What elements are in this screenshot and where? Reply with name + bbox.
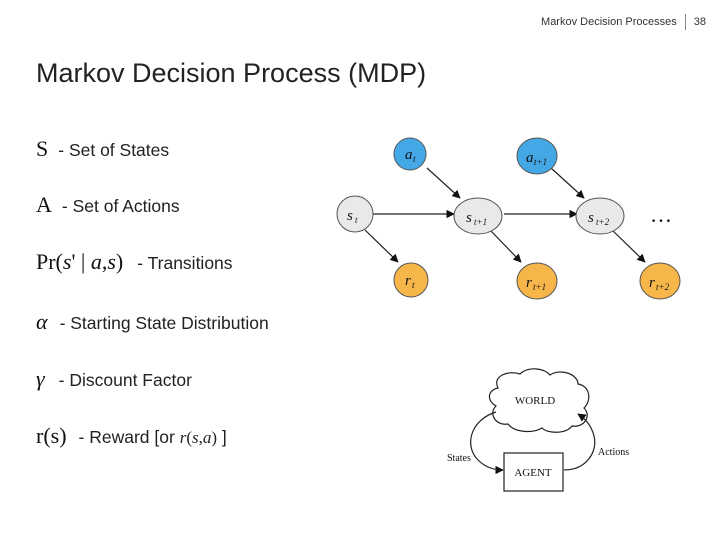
node-r_t1-sub: t+1 xyxy=(533,282,546,292)
node-r_t: r t xyxy=(393,262,429,298)
node-a_t: a t xyxy=(393,137,427,171)
definition-reward: r(s) - Reward [or r(s,a) ] xyxy=(36,423,227,451)
node-r_t1: r t+1 xyxy=(516,262,558,300)
node-r_t-base: r xyxy=(405,273,411,289)
node-s_t2-sub: t+2 xyxy=(596,217,610,227)
desc-discount: - Discount Factor xyxy=(58,370,192,390)
chain-ellipsis: … xyxy=(650,202,672,227)
node-s_t-sub: t xyxy=(355,215,358,225)
states-arrow xyxy=(470,411,504,475)
arrow-s_t-to-r_t xyxy=(364,229,399,263)
definition-actions: A - Set of Actions xyxy=(36,192,180,220)
node-s_t2: s t+2 xyxy=(575,197,625,235)
node-a_t-base: a xyxy=(405,147,413,163)
symbol-A: A xyxy=(36,192,52,217)
definition-transitions: Pr(s' | a,s) - Transitions xyxy=(36,249,233,277)
desc-actions: - Set of Actions xyxy=(61,196,180,216)
agent-box xyxy=(503,452,564,492)
node-s_t-base: s xyxy=(347,208,353,224)
node-r_t2-base: r xyxy=(649,275,655,291)
node-r_t2: r t+2 xyxy=(639,262,681,300)
node-r_t-sub: t xyxy=(412,280,415,290)
desc-reward: - Reward [or r(s,a) ] xyxy=(78,427,227,447)
header-divider xyxy=(684,14,686,30)
states-label: States xyxy=(447,453,471,464)
node-r_t2-sub: t+2 xyxy=(656,282,670,292)
node-s_t1-sub: t+1 xyxy=(474,217,487,227)
desc-transitions: - Transitions xyxy=(137,253,233,273)
node-s_t1: s t+1 xyxy=(453,197,503,235)
node-s_t: s t xyxy=(336,195,374,233)
actions-arrow xyxy=(563,413,596,471)
symbol-alpha: α xyxy=(36,309,48,334)
node-r_t1-base: r xyxy=(526,275,532,291)
world-label: WORLD xyxy=(515,395,555,407)
node-a_t1-base: a xyxy=(526,150,534,166)
definition-start-distribution: α - Starting State Distribution xyxy=(36,309,269,337)
node-a_t1-sub: t+1 xyxy=(534,157,547,167)
definition-states: S - Set of States xyxy=(36,136,169,164)
agent-label: AGENT xyxy=(514,467,552,479)
page-number: 38 xyxy=(693,16,706,28)
desc-states: - Set of States xyxy=(58,140,170,160)
arrow-a_t1-to-s_t2 xyxy=(550,167,585,199)
section-title: Markov Decision Processes xyxy=(541,16,677,28)
symbol-transition: Pr(s' | a,s) xyxy=(36,249,124,274)
arrow-s_t2-to-r_t2 xyxy=(611,229,646,263)
arrow-s_t1-to-r_t1 xyxy=(489,229,522,263)
definition-discount: γ - Discount Factor xyxy=(36,366,192,394)
desc-start-distribution: - Starting State Distribution xyxy=(59,313,269,333)
slide-title: Markov Decision Process (MDP) xyxy=(36,58,427,88)
arrow-a_t-to-s_t1 xyxy=(426,167,461,199)
node-s_t2-base: s xyxy=(588,210,594,226)
node-a_t1: a t+1 xyxy=(516,137,558,175)
slide-header: Markov Decision Processes 38 xyxy=(541,14,706,30)
node-a_t-sub: t xyxy=(413,154,416,164)
symbol-S: S xyxy=(36,136,49,161)
actions-label: Actions xyxy=(598,447,629,458)
symbol-reward: r(s) xyxy=(36,423,67,448)
symbol-gamma: γ xyxy=(36,366,45,391)
node-s_t1-base: s xyxy=(466,210,472,226)
